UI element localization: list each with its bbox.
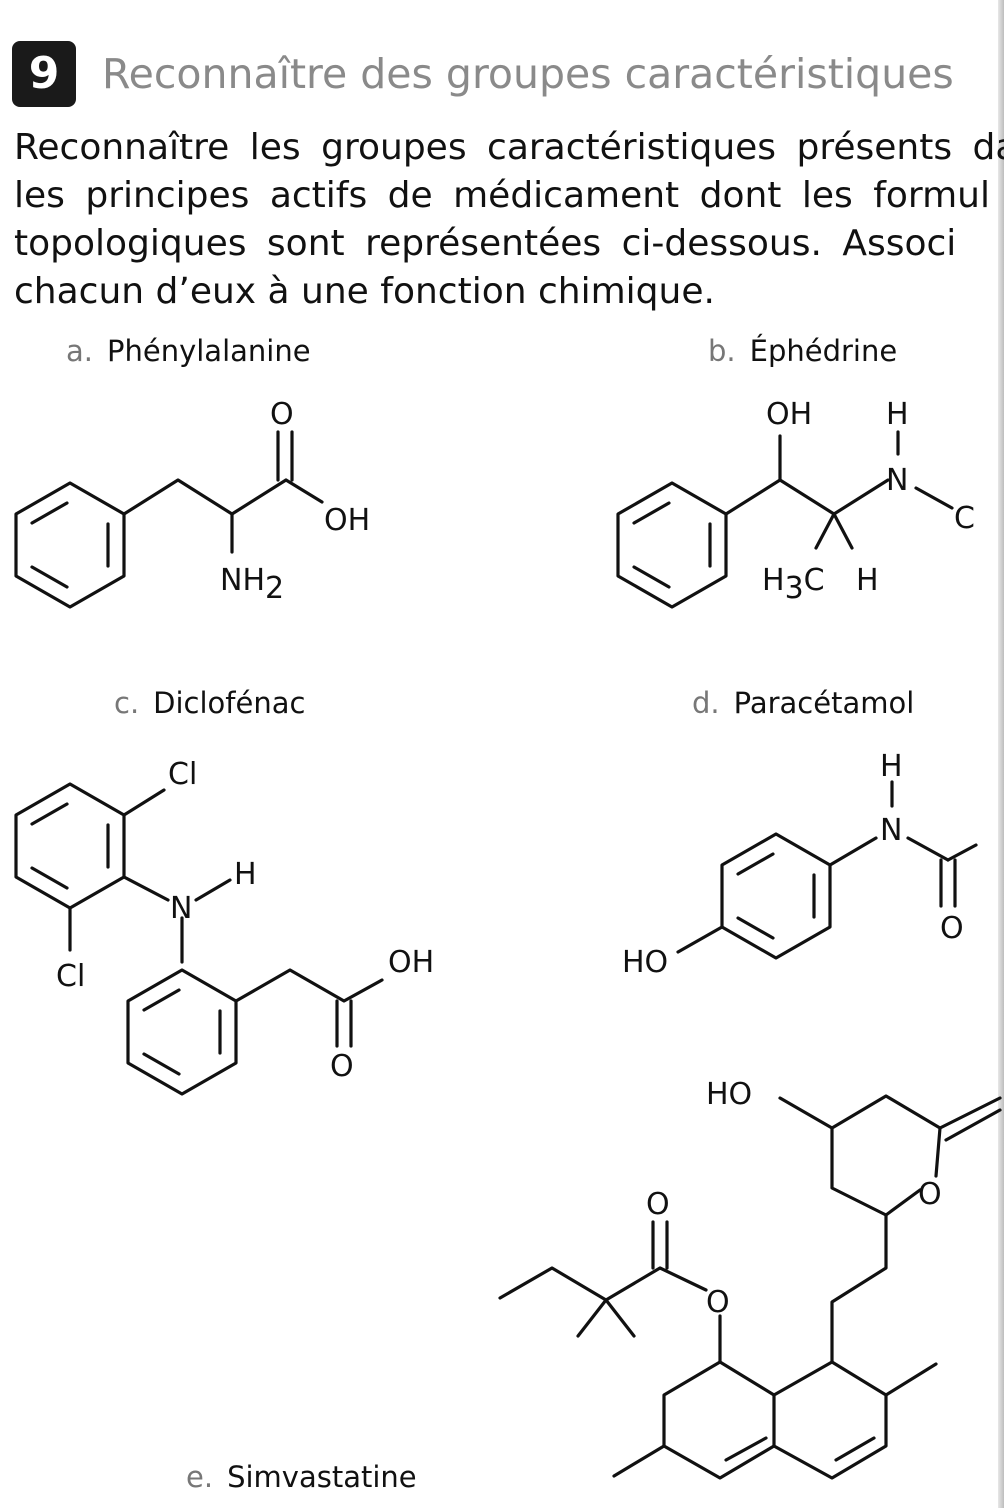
structure-diclofenac: Cl Cl N H OH O bbox=[14, 757, 434, 1096]
label-d: d. Paracétamol bbox=[692, 686, 914, 720]
structure-simvastatin: HO O O O bbox=[498, 1077, 1002, 1480]
c-nitrogen-label: N bbox=[170, 891, 192, 926]
e-hydroxyl-label: HO bbox=[706, 1077, 752, 1112]
c-chlorine-top-label: Cl bbox=[168, 757, 197, 792]
e-ester-oxygen-label: O bbox=[706, 1285, 730, 1320]
label-a-name: Phénylalanine bbox=[107, 334, 311, 368]
c-chlorine-bottom-label: Cl bbox=[56, 959, 85, 994]
label-d-name: Paracétamol bbox=[733, 686, 915, 720]
e-decalin-right-ring bbox=[772, 1360, 888, 1480]
label-b-letter: b. bbox=[708, 334, 736, 368]
b-nitrogen-label: N bbox=[886, 463, 908, 498]
b-carbon-label: C bbox=[954, 501, 975, 536]
a-amine-label: NH2 bbox=[220, 563, 284, 606]
e-ring-oxygen-label: O bbox=[918, 1177, 942, 1212]
a-hydroxyl-label: OH bbox=[324, 503, 370, 538]
d-oxygen-label: O bbox=[940, 911, 964, 946]
exercise-title: Reconnaître des groupes caractéristiques bbox=[102, 50, 954, 98]
exercise-number-badge: 9 bbox=[12, 41, 76, 107]
d-hydroxyl-label: HO bbox=[622, 945, 668, 980]
page-edge bbox=[998, 0, 1004, 1508]
label-b: b. Éphédrine bbox=[708, 334, 897, 368]
structure-paracetamol: H N O HO bbox=[622, 749, 978, 980]
d-nitrogen-label: N bbox=[880, 813, 902, 848]
label-e-letter: e. bbox=[186, 1460, 214, 1494]
label-c: c. Diclofénac bbox=[114, 686, 305, 720]
instructions-line-2: les principes actifs de médicament dont … bbox=[14, 175, 990, 216]
label-b-name: Éphédrine bbox=[749, 334, 898, 368]
e-decalin-left-ring bbox=[662, 1360, 776, 1480]
label-a: a. Phénylalanine bbox=[66, 334, 311, 368]
label-e-name: Simvastatine bbox=[227, 1460, 417, 1494]
label-d-letter: d. bbox=[692, 686, 720, 720]
b-methyl-label: H3C bbox=[762, 563, 825, 606]
c-oxygen-label: O bbox=[330, 1049, 354, 1084]
b-hydroxyl-label: OH bbox=[766, 397, 812, 432]
label-a-letter: a. bbox=[66, 334, 93, 368]
instructions-line-3: topologiques sont représentées ci-dessou… bbox=[14, 223, 957, 264]
b-hydrogen-top-label: H bbox=[886, 397, 909, 432]
a-oxygen-label: O bbox=[270, 397, 294, 432]
c-hydrogen-label: H bbox=[234, 857, 257, 892]
b-hydrogen-bottom-label: H bbox=[856, 563, 879, 598]
label-c-letter: c. bbox=[114, 686, 140, 720]
label-e: e. Simvastatine bbox=[186, 1460, 417, 1494]
e-carbonyl-oxygen-label: O bbox=[646, 1187, 670, 1222]
instructions-text: Reconnaître les groupes caractéristiques… bbox=[14, 124, 1004, 316]
instructions-line-4: chacun d’eux à une fonction chimique. bbox=[14, 271, 715, 312]
instructions-line-1: Reconnaître les groupes caractéristiques… bbox=[14, 127, 1004, 168]
c-hydroxyl-label: OH bbox=[388, 945, 434, 980]
exercise-header: 9 Reconnaître des groupes caractéristiqu… bbox=[12, 38, 954, 110]
d-hydrogen-label: H bbox=[880, 749, 903, 784]
label-c-name: Diclofénac bbox=[153, 686, 306, 720]
structure-ephedrine: OH H N C H3C H bbox=[616, 397, 975, 609]
structure-phenylalanine: O OH NH2 bbox=[14, 397, 370, 609]
